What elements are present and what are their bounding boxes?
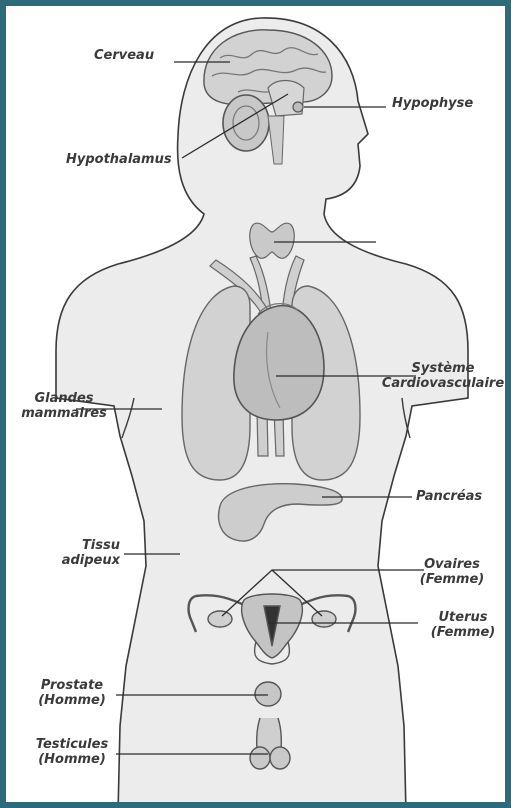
label-hypophyse: Hypophyse (392, 96, 473, 111)
prostate-icon (255, 682, 281, 706)
label-ovaires: Ovaires(Femme) (406, 557, 498, 587)
label-uterus: Uterus(Femme) (418, 610, 508, 640)
label-testicules: Testicules(Homme) (26, 737, 118, 767)
label-hypothalamus: Hypothalamus (66, 152, 172, 167)
label-pancreas: Pancréas (416, 489, 482, 504)
label-cerveau: Cerveau (94, 48, 154, 63)
label-prostate: Prostate(Homme) (30, 678, 114, 708)
